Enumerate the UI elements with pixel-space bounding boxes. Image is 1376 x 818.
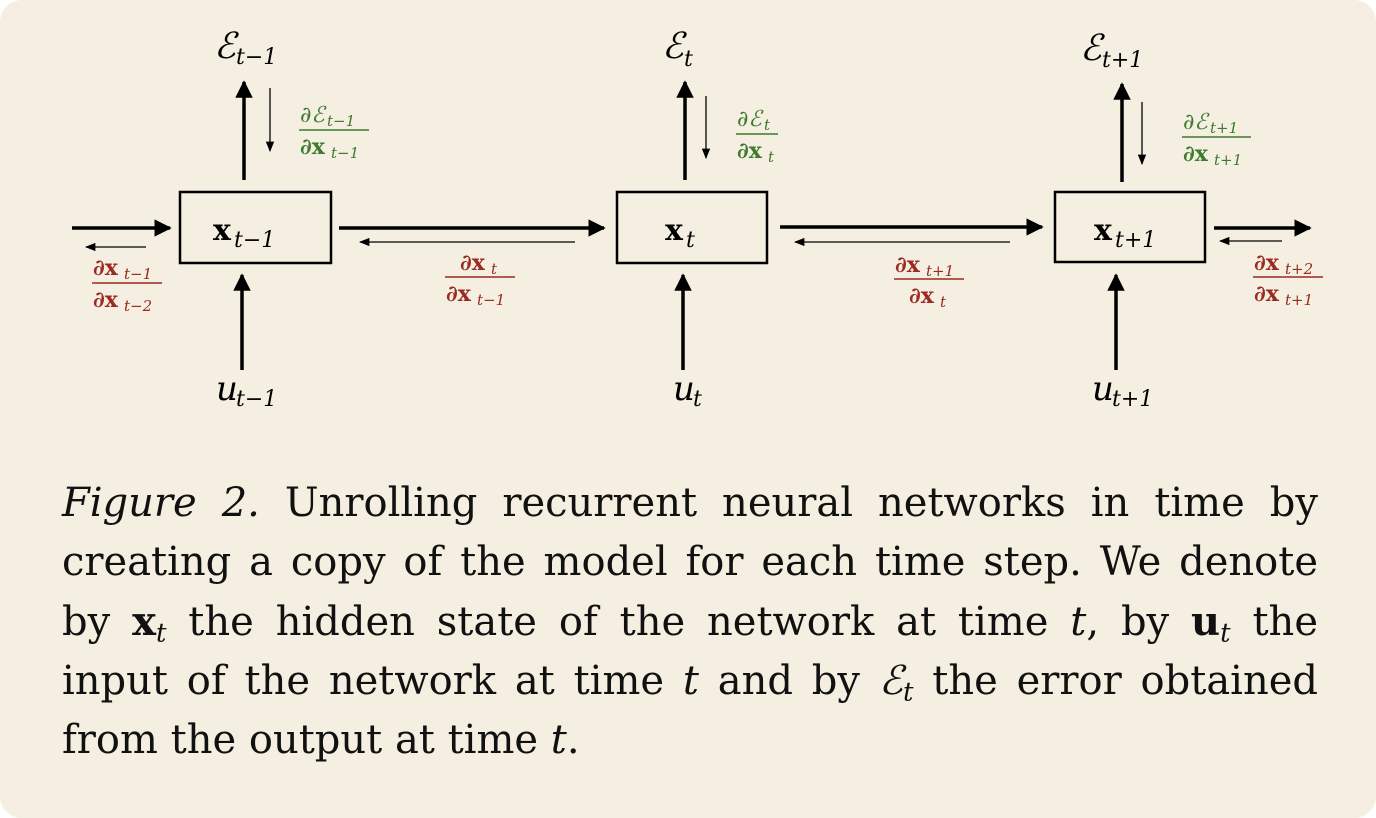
- state-label-1-name: x: [665, 213, 684, 248]
- state-grad-0-den: ∂x: [93, 287, 119, 313]
- state-grad-0-num: ∂x: [93, 255, 119, 281]
- error-grad-1-num: ∂ℰ: [737, 107, 764, 132]
- state-grad-fraction-1: ∂x t ∂x t−1: [445, 250, 515, 309]
- error-label-2: ℰ t+1: [1080, 28, 1143, 73]
- caption-symbol-t-1: t: [1070, 599, 1087, 645]
- caption-text-2: creating a copy of the model for each ti…: [62, 539, 1318, 585]
- state-grad-fraction-3: ∂x t+2 ∂x t+1: [1253, 250, 1323, 309]
- caption-line-3: by xt the hidden state of the network at…: [62, 592, 1318, 652]
- caption-symbol-x-sub: t: [155, 618, 167, 649]
- state-grad-2-den: ∂x: [909, 283, 935, 309]
- error-label-0-name: ℰ: [214, 26, 239, 67]
- input-label-1-name: u: [673, 369, 695, 409]
- caption-text-3d: the: [1230, 599, 1318, 645]
- input-label-0-name: u: [216, 369, 238, 409]
- input-label-2-sub: t+1: [1112, 387, 1153, 412]
- caption-line-4: input of the network at time t and by ℰt…: [62, 652, 1318, 711]
- caption-text-5b: .: [566, 717, 580, 763]
- state-grad-1-den-sub: t−1: [477, 291, 505, 309]
- caption-symbol-x: x: [132, 598, 156, 645]
- caption-symbol-e-sub: t: [903, 677, 914, 708]
- state-grad-1-num-sub: t: [491, 260, 498, 278]
- state-box-1: x t: [615, 190, 769, 265]
- error-label-0-sub: t−1: [236, 45, 277, 70]
- error-grad-2-den: ∂x: [1183, 141, 1209, 167]
- error-grad-0-den: ∂x: [300, 134, 326, 160]
- caption-text-3b: the hidden state of the network at time: [166, 599, 1071, 645]
- caption-line-1: Figure 2. Unrolling recurrent neural net…: [62, 474, 1318, 533]
- error-grad-fraction-1: ∂ℰ t ∂x t: [736, 107, 778, 166]
- error-label-2-name: ℰ: [1080, 28, 1105, 69]
- error-grad-2-den-sub: t+1: [1214, 151, 1242, 169]
- error-label-0: ℰ t−1: [214, 26, 277, 70]
- caption-text-5a: from the output at time: [62, 717, 551, 763]
- state-grad-0-den-sub: t−2: [124, 297, 152, 315]
- error-grad-1-num-sub: t: [764, 116, 771, 134]
- caption-symbol-u: u: [1191, 598, 1221, 645]
- state-label-2-sub: t+1: [1115, 228, 1156, 253]
- state-grad-fraction-2: ∂x t+1 ∂x t: [894, 252, 964, 311]
- state-grad-fraction-0: ∂x t−1 ∂x t−2: [92, 255, 162, 315]
- caption-symbol-t-3: t: [550, 717, 567, 763]
- error-grad-2-num: ∂ℰ: [1183, 110, 1210, 135]
- caption-figure-label: Figure 2.: [62, 480, 260, 526]
- caption-text-3c: , by: [1086, 599, 1192, 645]
- state-grad-3-num-sub: t+2: [1285, 260, 1313, 278]
- state-label-1-sub: t: [686, 228, 695, 253]
- error-grad-fraction-0: ∂ℰ t−1 ∂x t−1: [299, 103, 369, 162]
- caption-text-3a: by: [62, 599, 133, 645]
- error-label-1-sub: t: [684, 47, 693, 72]
- error-grad-0-num: ∂ℰ: [300, 103, 327, 128]
- caption-text-1: Unrolling recurrent neural networks in t…: [259, 480, 1318, 526]
- caption-line-5: from the output at time t.: [62, 711, 1318, 770]
- caption-line-2: creating a copy of the model for each ti…: [62, 533, 1318, 592]
- error-grad-0-num-sub: t−1: [327, 112, 355, 130]
- error-grad-fraction-2: ∂ℰ t+1 ∂x t+1: [1182, 110, 1251, 169]
- error-label-2-sub: t+1: [1102, 48, 1143, 73]
- state-label-0-sub: t−1: [234, 228, 275, 253]
- input-label-0-sub: t−1: [236, 387, 277, 412]
- state-grad-3-num: ∂x: [1254, 250, 1280, 276]
- error-label-1-name: ℰ: [662, 26, 687, 67]
- input-label-2: u t+1: [1092, 369, 1153, 412]
- input-label-0: u t−1: [216, 369, 277, 412]
- error-grad-1-den: ∂x: [737, 138, 763, 164]
- state-box-2: x t+1: [1053, 190, 1207, 264]
- input-label-1: u t: [673, 369, 702, 412]
- caption-text-4a: input of the network at time: [62, 658, 683, 704]
- state-grad-2-num: ∂x: [895, 252, 921, 278]
- state-grad-1-num: ∂x: [460, 250, 486, 276]
- figure-caption: Figure 2. Unrolling recurrent neural net…: [62, 474, 1318, 770]
- input-label-1-sub: t: [693, 387, 702, 412]
- caption-symbol-t-2: t: [682, 658, 699, 704]
- caption-symbol-u-sub: t: [1220, 618, 1231, 649]
- caption-text-4b: and by: [698, 658, 879, 704]
- error-label-1: ℰ t: [662, 26, 693, 72]
- state-grad-3-den: ∂x: [1254, 281, 1280, 307]
- caption-text-4c: the error obtained: [913, 658, 1318, 704]
- state-grad-2-num-sub: t+1: [926, 262, 954, 280]
- error-grad-2-num-sub: t+1: [1210, 119, 1238, 137]
- state-box-0: x t−1: [178, 190, 333, 265]
- state-label-2-name: x: [1094, 213, 1113, 248]
- state-grad-3-den-sub: t+1: [1285, 291, 1313, 309]
- state-grad-2-den-sub: t: [940, 293, 947, 311]
- rnn-unrolled-diagram: x t−1 x t x t+1: [72, 26, 1323, 412]
- input-label-2-name: u: [1092, 369, 1114, 409]
- error-grad-1-den-sub: t: [768, 148, 775, 166]
- caption-symbol-e: ℰ: [878, 658, 904, 704]
- state-label-0-name: x: [213, 213, 232, 248]
- state-grad-0-num-sub: t−1: [124, 265, 152, 283]
- error-grad-0-den-sub: t−1: [331, 144, 359, 162]
- state-grad-1-den: ∂x: [446, 281, 472, 307]
